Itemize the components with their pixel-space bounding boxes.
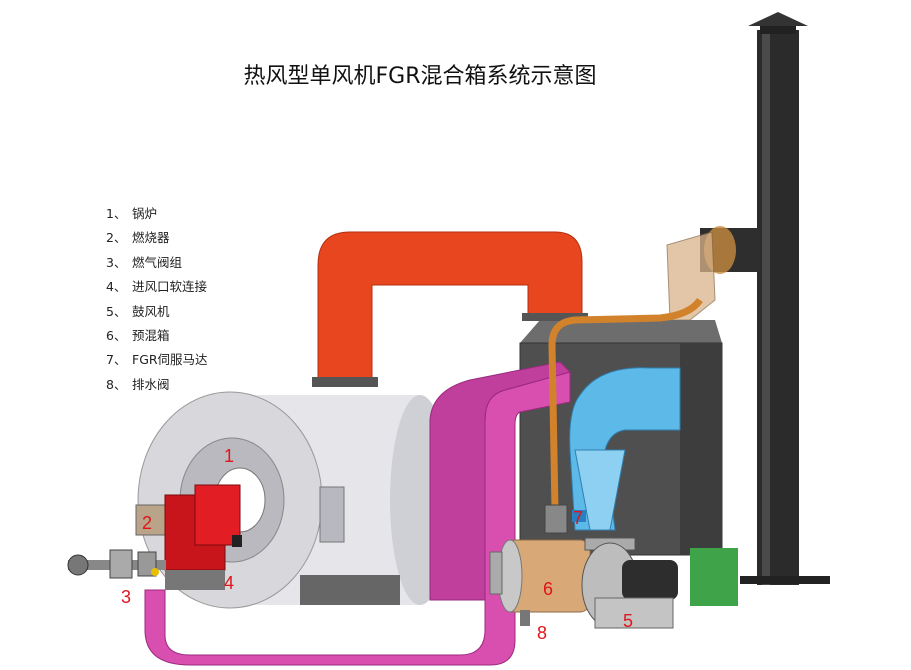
legend-number: 2、 <box>106 230 127 246</box>
legend-item: 7、 FGR伺服马达 <box>106 349 208 373</box>
legend-text: 燃烧器 <box>132 230 170 246</box>
callout-4: 4 <box>224 573 234 593</box>
legend-item: 6、预混箱 <box>106 325 208 349</box>
legend-item: 4、进风口软连接 <box>106 276 208 300</box>
legend-number: 4、 <box>106 279 127 295</box>
component-legend: 1、锅炉 2、燃烧器 3、燃气阀组 4、进风口软连接 5、鼓风机 6、预混箱 7… <box>106 203 208 398</box>
green-base <box>690 548 738 606</box>
cyclone <box>569 367 681 531</box>
callout-3: 3 <box>121 587 131 607</box>
legend-item: 2、燃烧器 <box>106 227 208 251</box>
callout-2: 2 <box>142 513 152 533</box>
fgr-pipe <box>548 297 703 511</box>
legend-text: FGR伺服马达 <box>132 352 208 368</box>
legend-number: 8、 <box>106 376 127 392</box>
legend-item: 5、鼓风机 <box>106 301 208 325</box>
callout-5: 5 <box>623 611 633 631</box>
flue-pipe <box>666 226 760 321</box>
burner <box>135 484 242 590</box>
legend-text: 预混箱 <box>132 327 170 343</box>
legend-number: 1、 <box>106 206 127 221</box>
callout-6: 6 <box>543 579 553 599</box>
cold-air-duct <box>144 361 571 666</box>
hot-air-duct <box>312 231 588 387</box>
premix-box <box>489 539 591 626</box>
legend-text: 排水阀 <box>132 376 170 392</box>
gas-valve-train <box>67 549 166 579</box>
diagram-title: 热风型单风机FGR混合箱系统示意图 <box>243 64 597 89</box>
callout-1: 1 <box>224 446 234 466</box>
fgr-bellows <box>544 504 568 534</box>
legend-number: 6、 <box>106 327 127 343</box>
blower-fan <box>581 537 678 629</box>
legend-number: 7、 <box>106 352 127 368</box>
fgr-servo-motor <box>572 510 586 522</box>
legend-text: 进风口软连接 <box>132 279 208 295</box>
legend-number: 5、 <box>106 303 127 319</box>
legend-number: 3、 <box>106 254 127 270</box>
legend-item: 1、锅炉 <box>106 203 208 227</box>
callout-8: 8 <box>537 623 547 643</box>
legend-text: 锅炉 <box>132 206 158 221</box>
legend-text: 燃气阀组 <box>132 254 183 270</box>
legend-item: 8、排水阀 <box>106 374 208 398</box>
legend-item: 3、燃气阀组 <box>106 252 208 276</box>
legend-text: 鼓风机 <box>132 303 170 319</box>
chimney <box>740 12 830 585</box>
callout-7: 7 <box>573 508 583 528</box>
